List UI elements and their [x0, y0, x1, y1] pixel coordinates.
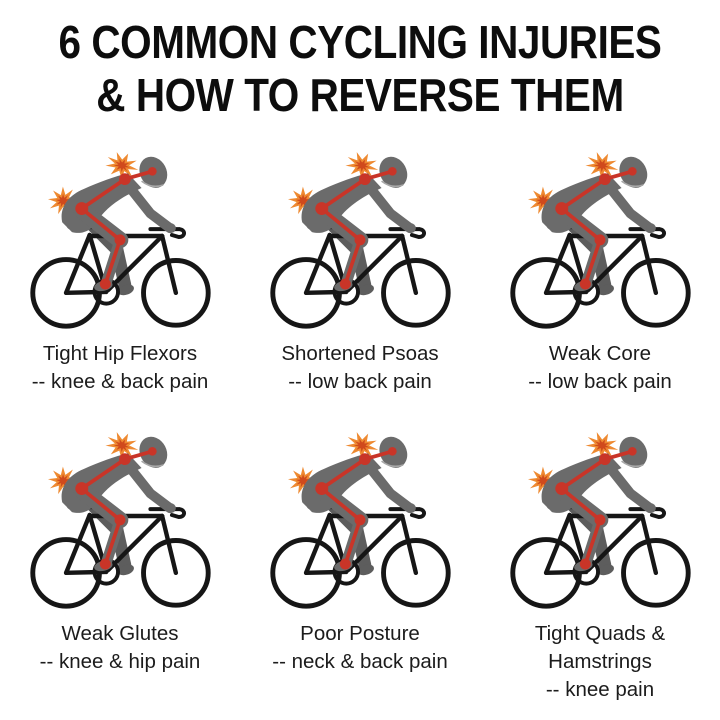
cyclist-with-pain-points-icon	[487, 138, 713, 334]
pain-result: -- knee pain	[545, 678, 655, 701]
injury-name: Poor Posture	[300, 622, 420, 645]
cyclist-with-pain-points-icon	[247, 418, 473, 614]
injury-card-poor-posture: Poor Posture -- neck & back pain	[240, 418, 480, 698]
cyclist-with-pain-points-icon	[7, 418, 233, 614]
injury-name: Tight Quads & Hamstrings	[534, 622, 666, 673]
card-label: Tight Hip Flexors -- knee & back pain	[32, 340, 209, 396]
injury-name: Weak Core	[548, 342, 652, 365]
pain-result: -- knee & back pain	[31, 370, 209, 393]
injury-cards-grid: Tight Hip Flexors -- knee & back pain Sh…	[0, 138, 720, 701]
cyclist-with-pain-points-icon	[487, 418, 713, 614]
card-label: Weak Glutes -- knee & hip pain	[40, 620, 201, 676]
injury-card-tight-hip-flexors: Tight Hip Flexors -- knee & back pain	[0, 138, 240, 418]
card-label: Shortened Psoas -- low back pain	[281, 340, 438, 396]
card-label: Poor Posture -- neck & back pain	[272, 620, 447, 676]
title-line-2: & HOW TO REVERSE THEM	[96, 69, 624, 122]
pain-result: -- knee & hip pain	[39, 650, 201, 673]
injury-name: Tight Hip Flexors	[42, 342, 198, 365]
injury-card-shortened-psoas: Shortened Psoas -- low back pain	[240, 138, 480, 418]
poster-title: 6 COMMON CYCLING INJURIES & HOW TO REVER…	[43, 16, 677, 123]
title-line-1: 6 COMMON CYCLING INJURIES	[58, 16, 662, 68]
pain-result: -- neck & back pain	[272, 650, 448, 673]
card-label: Tight Quads & Hamstrings -- knee pain	[498, 620, 703, 704]
cyclist-with-pain-points-icon	[7, 138, 233, 334]
injury-card-tight-quads-hamstrings: Tight Quads & Hamstrings -- knee pain	[480, 418, 720, 701]
pain-result: -- low back pain	[288, 370, 432, 393]
injury-name: Weak Glutes	[61, 622, 179, 645]
injury-name: Shortened Psoas	[281, 342, 439, 365]
injury-card-weak-glutes: Weak Glutes -- knee & hip pain	[0, 418, 240, 698]
card-label: Weak Core -- low back pain	[528, 340, 672, 396]
cyclist-with-pain-points-icon	[247, 138, 473, 334]
injury-card-weak-core: Weak Core -- low back pain	[480, 138, 720, 418]
pain-result: -- low back pain	[528, 370, 672, 393]
